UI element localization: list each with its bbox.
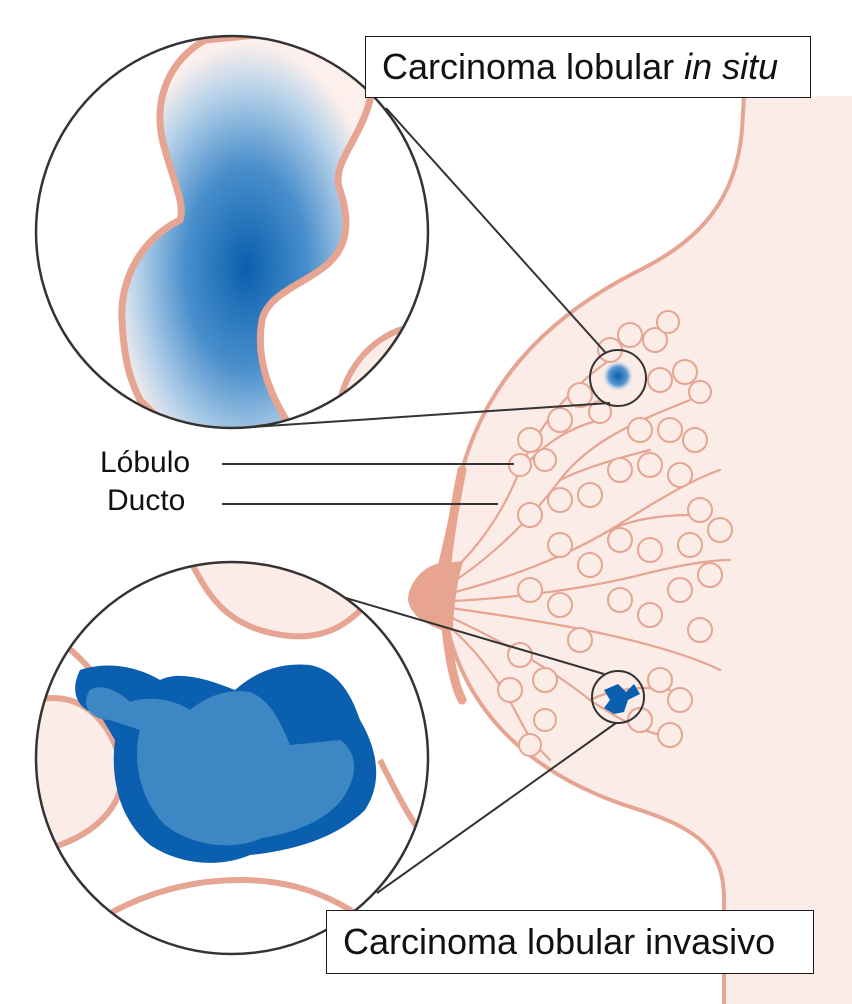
breast-body xyxy=(410,96,852,1004)
ilc-label-box: Carcinoma lobular invasivo xyxy=(326,910,814,974)
lcis-small-lesion xyxy=(602,360,634,392)
callout-lines xyxy=(237,107,617,894)
lcis-magnified-circle xyxy=(34,34,430,430)
areola xyxy=(439,465,467,705)
lobules xyxy=(497,310,733,757)
lcis-magnifier-ring xyxy=(589,349,647,407)
duct-label: Ducto xyxy=(107,484,186,517)
ilc-tumor-light xyxy=(86,687,355,846)
lobule-label: Lóbulo xyxy=(100,446,191,479)
lcis-label-italic: in situ xyxy=(684,46,779,87)
breast-outline xyxy=(407,95,746,1004)
ilc-label: Carcinoma lobular invasivo xyxy=(343,921,776,962)
ilc-magnifier-ring xyxy=(591,670,645,724)
lcis-label-prefix: Carcinoma lobular xyxy=(382,46,685,87)
ilc-magnified-view xyxy=(36,562,428,954)
lcis-magnified-view xyxy=(36,36,428,428)
lcis-label-box: Carcinoma lobular in situ xyxy=(365,36,811,98)
ilc-magnified-circle xyxy=(34,560,430,956)
ilc-small-lesion xyxy=(604,684,640,714)
